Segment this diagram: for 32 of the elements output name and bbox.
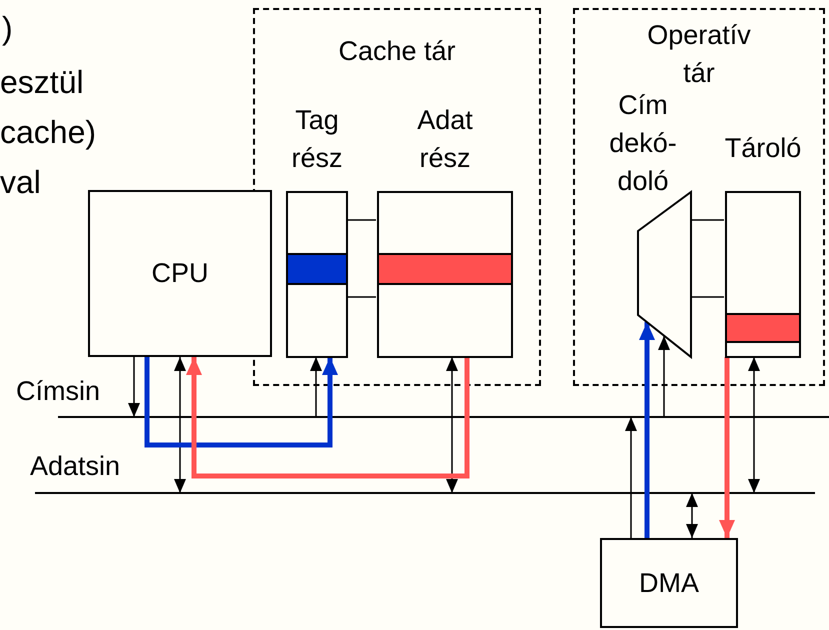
processor-box: CPU: [88, 190, 272, 357]
group-title: Cache tár: [337, 35, 457, 68]
arrow: [186, 357, 470, 478]
text-fragment: esztül: [0, 63, 84, 102]
arrow: [625, 417, 637, 538]
dashed-group-frame: [253, 8, 541, 386]
block-heading: Tag rész: [290, 104, 344, 175]
arrow: [658, 336, 670, 417]
text-fragment: val: [0, 163, 41, 202]
arrow: [128, 357, 140, 417]
connector-line: [347, 296, 376, 298]
block-heading: Cím dekó- doló: [608, 89, 678, 198]
group-title: Operatív tár: [646, 19, 752, 90]
arrow: [639, 322, 655, 538]
arrow: [719, 357, 735, 538]
block-heading: Tároló: [724, 132, 802, 165]
connector-line: [347, 219, 376, 221]
text-fragment: cache): [0, 113, 96, 152]
double-arrow: [686, 493, 698, 538]
arrow: [144, 357, 338, 448]
double-arrow: [748, 357, 760, 493]
block-heading: Adat rész: [416, 104, 474, 175]
arrow: [310, 357, 322, 417]
bus-label: Adatsin: [30, 450, 120, 483]
connector-line: [690, 296, 724, 298]
connector-line: [690, 219, 724, 221]
bus-label: Címsin: [16, 375, 100, 408]
text-fragment: ): [2, 9, 13, 48]
dashed-group-frame: [573, 8, 825, 386]
double-arrow: [446, 357, 458, 493]
double-arrow: [174, 357, 186, 493]
dma-controller-box: DMA: [600, 538, 738, 628]
